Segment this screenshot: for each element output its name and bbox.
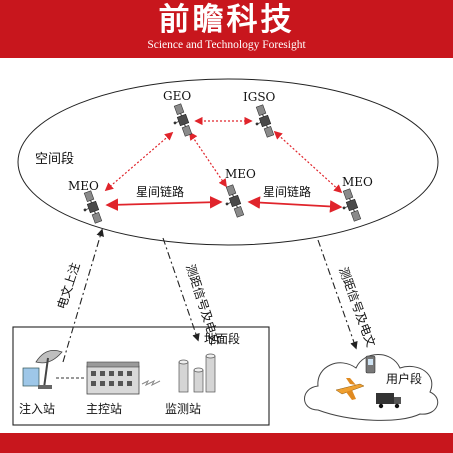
journal-title: 前瞻科技 bbox=[158, 2, 295, 38]
meo-right-satellite-icon bbox=[336, 187, 363, 224]
space-segment-label: 空间段 bbox=[35, 152, 74, 167]
link-master-monitoring bbox=[141, 379, 161, 387]
truck-icon bbox=[376, 393, 401, 409]
isl-left-line bbox=[105, 195, 223, 212]
igso-satellite-icon bbox=[249, 103, 276, 140]
user-segment-cloud bbox=[304, 354, 439, 421]
uplink-label: 电文上注 bbox=[54, 261, 83, 311]
geo-label: GEO bbox=[163, 89, 191, 103]
ground-segment-label: 地面段 bbox=[204, 331, 240, 346]
link-geo-meo-center bbox=[189, 131, 227, 188]
link-geo-meo-left bbox=[104, 131, 174, 192]
injection-station-icon bbox=[22, 349, 63, 389]
tracking-right-label: 测距信号及电文 bbox=[336, 265, 379, 349]
igso-label: IGSO bbox=[243, 90, 276, 104]
master-control-station-icon bbox=[86, 361, 140, 395]
journal-subtitle: Science and Technology Foresight bbox=[147, 39, 306, 51]
isl-right-line bbox=[247, 196, 343, 213]
injection-station-label: 注入站 bbox=[19, 401, 55, 416]
isl-left-label: 星间链路 bbox=[136, 184, 184, 199]
isl-right-label: 星间链路 bbox=[263, 184, 311, 199]
link-igso-meo-right bbox=[273, 130, 343, 194]
master-control-station-label: 主控站 bbox=[86, 402, 122, 416]
footer-banner bbox=[0, 433, 453, 453]
header-banner: 前瞻科技 Science and Technology Foresight bbox=[0, 0, 453, 58]
tracking-center-line bbox=[162, 237, 200, 342]
tracking-right-line bbox=[317, 239, 358, 350]
meo-left-satellite-icon bbox=[77, 189, 104, 226]
monitoring-station-icon bbox=[178, 353, 216, 393]
meo-right-label: MEO bbox=[342, 175, 373, 189]
user-segment-label: 用户段 bbox=[386, 371, 422, 386]
meo-center-satellite-icon bbox=[219, 183, 246, 220]
meo-left-label: MEO bbox=[68, 179, 99, 193]
space-segment-ellipse bbox=[17, 78, 439, 246]
airplane-icon bbox=[335, 378, 365, 400]
ground-segment-box bbox=[12, 326, 270, 426]
monitoring-station-label: 监测站 bbox=[165, 402, 201, 416]
meo-center-label: MEO bbox=[225, 167, 256, 181]
phone-icon bbox=[365, 355, 376, 374]
